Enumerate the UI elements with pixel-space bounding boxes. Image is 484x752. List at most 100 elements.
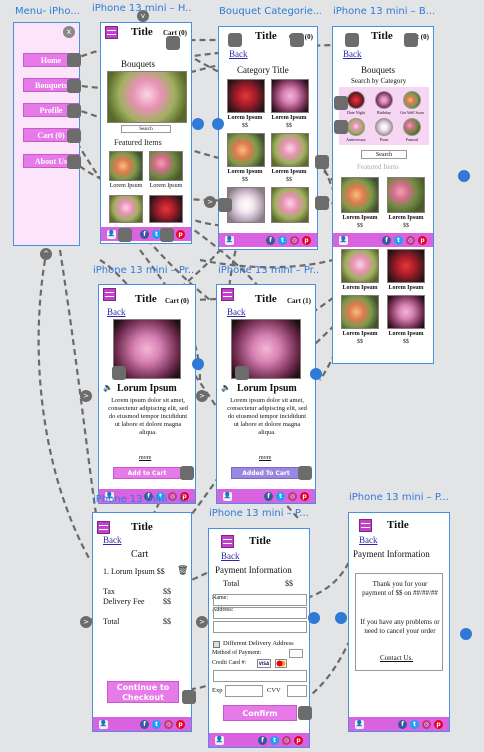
pinterest-icon[interactable]: p [434, 719, 443, 729]
category-funeral[interactable] [403, 118, 421, 136]
twitter-icon[interactable]: t [278, 235, 287, 245]
payment-method-select[interactable] [289, 649, 303, 658]
instagram-icon[interactable]: ◎ [282, 735, 291, 745]
twitter-icon[interactable]: t [410, 719, 419, 729]
checkout-button[interactable]: Continue to Checkout [107, 681, 179, 703]
facebook-icon[interactable]: f [382, 235, 391, 245]
menu-profile-button[interactable]: Profile [23, 103, 79, 117]
category-prom[interactable] [375, 118, 393, 136]
connection-handle[interactable] [112, 366, 126, 380]
featured-image[interactable] [149, 151, 183, 181]
connection-handle[interactable] [290, 33, 304, 47]
connection-handle[interactable] [298, 466, 312, 480]
pinterest-icon[interactable]: p [300, 491, 309, 501]
speaker-icon[interactable]: 🔈 [103, 383, 113, 392]
card-number-input[interactable] [213, 670, 307, 682]
product-image[interactable] [271, 187, 309, 223]
connection-pin[interactable] [335, 612, 347, 624]
pinterest-icon[interactable]: p [176, 719, 185, 729]
pinterest-icon[interactable]: p [418, 235, 427, 245]
connection-pin[interactable] [192, 358, 204, 370]
chevron-up-icon[interactable]: ^ [40, 248, 52, 260]
menu-about-button[interactable]: About Us [23, 154, 79, 168]
category-anniversary[interactable] [347, 118, 365, 136]
connection-handle[interactable] [315, 155, 329, 169]
featured-image[interactable] [109, 195, 143, 223]
back-link[interactable]: Back [221, 551, 240, 561]
instagram-icon[interactable]: ◎ [290, 235, 299, 245]
category-birthday[interactable] [375, 91, 393, 109]
back-link[interactable]: Back [103, 535, 122, 545]
hamburger-icon[interactable] [221, 288, 234, 301]
product-image[interactable] [341, 177, 379, 213]
twitter-icon[interactable]: t [394, 235, 403, 245]
connection-handle[interactable] [118, 228, 132, 242]
facebook-icon[interactable]: f [266, 235, 275, 245]
trash-icon[interactable]: 🗑 [177, 566, 189, 576]
back-link[interactable]: Back [229, 49, 248, 59]
connection-handle[interactable] [166, 36, 180, 50]
pinterest-icon[interactable]: p [294, 735, 303, 745]
address-line-input[interactable] [213, 621, 307, 633]
connection-pin[interactable] [458, 170, 470, 182]
facebook-icon[interactable]: f [140, 719, 149, 729]
product-image[interactable] [387, 177, 425, 213]
connection-pin[interactable] [212, 118, 224, 130]
connection-handle[interactable] [228, 33, 242, 47]
cart-link[interactable]: Cart (1) [287, 297, 311, 305]
speaker-icon[interactable]: 🔈 [221, 383, 231, 392]
twitter-icon[interactable]: t [152, 719, 161, 729]
user-icon[interactable]: 👤 [105, 491, 114, 501]
instagram-icon[interactable]: ◎ [406, 235, 415, 245]
product-image[interactable] [271, 133, 309, 167]
twitter-icon[interactable]: t [276, 491, 285, 501]
category-get-well[interactable] [403, 91, 421, 109]
instagram-icon[interactable]: ◎ [422, 719, 431, 729]
menu-bouquets-button[interactable]: Bouquets [23, 78, 79, 92]
contact-us-link[interactable]: Contact Us. [380, 654, 414, 662]
chevron-right-icon[interactable]: > [196, 616, 208, 628]
product-image[interactable] [387, 249, 425, 283]
connection-handle[interactable] [67, 129, 81, 143]
hamburger-icon[interactable] [97, 521, 110, 534]
hamburger-icon[interactable] [103, 288, 116, 301]
product-image[interactable] [387, 295, 425, 329]
product-image[interactable] [341, 295, 379, 329]
user-icon[interactable]: 👤 [225, 235, 234, 245]
facebook-icon[interactable]: f [144, 491, 153, 501]
connection-handle[interactable] [67, 53, 81, 67]
user-icon[interactable]: 👤 [339, 235, 348, 245]
user-icon[interactable]: 👤 [355, 719, 364, 729]
facebook-icon[interactable]: f [398, 719, 407, 729]
product-image[interactable] [341, 249, 379, 283]
hamburger-icon[interactable] [221, 535, 234, 548]
add-to-cart-button[interactable]: Add to Cart [113, 467, 181, 479]
back-link[interactable]: Back [227, 307, 246, 317]
instagram-icon[interactable]: ◎ [288, 491, 297, 501]
connection-handle[interactable] [67, 155, 81, 169]
chevron-right-icon[interactable]: > [204, 196, 216, 208]
address-input[interactable] [213, 607, 307, 619]
more-link[interactable]: more [139, 455, 152, 461]
connection-handle[interactable] [160, 228, 174, 242]
product-image[interactable] [227, 79, 265, 113]
twitter-icon[interactable]: t [152, 229, 161, 239]
connection-handle[interactable] [315, 196, 329, 210]
hamburger-icon[interactable] [105, 26, 118, 39]
connection-handle[interactable] [67, 79, 81, 93]
connection-handle[interactable] [182, 690, 196, 704]
facebook-icon[interactable]: f [140, 229, 149, 239]
product-image[interactable] [227, 133, 265, 167]
facebook-icon[interactable]: f [258, 735, 267, 745]
exp-input[interactable] [225, 685, 263, 697]
instagram-icon[interactable]: ◎ [168, 491, 177, 501]
back-link[interactable]: Back [359, 535, 378, 545]
confirm-payment-button[interactable]: Confirm Payment [223, 705, 297, 733]
connection-handle[interactable] [298, 706, 312, 720]
chevron-right-icon[interactable]: > [196, 390, 208, 402]
chevron-right-icon[interactable]: > [80, 616, 92, 628]
search-button[interactable]: Search [361, 150, 407, 159]
connection-pin[interactable] [308, 612, 320, 624]
instagram-icon[interactable]: ◎ [164, 719, 173, 729]
hero-bouquet-image[interactable] [107, 71, 187, 123]
